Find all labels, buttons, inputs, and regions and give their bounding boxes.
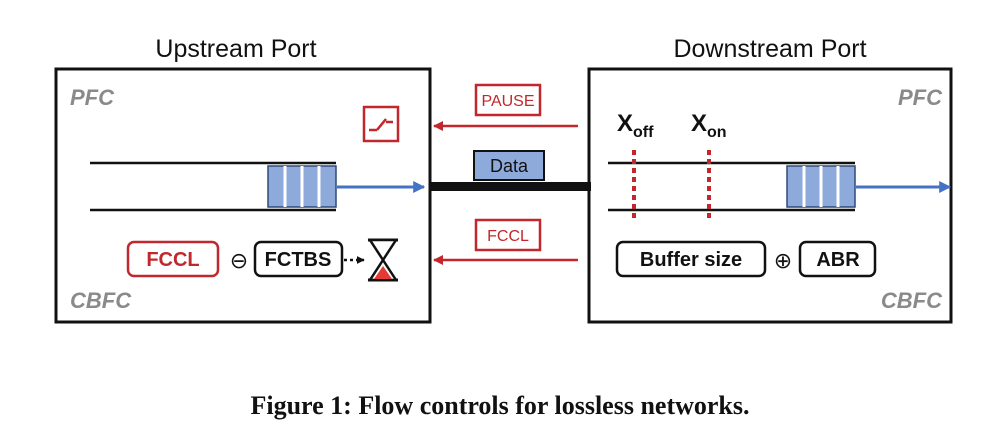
data-packet-label: Data [490, 156, 529, 176]
abr-label: ABR [816, 249, 860, 271]
downstream-pfc-tag: PFC [898, 85, 943, 110]
abr-box [798, 240, 877, 278]
link-bar [429, 182, 591, 191]
upstream-cbfc-tag: CBFC [70, 288, 132, 313]
upstream-pfc-tag: PFC [70, 85, 115, 110]
pause-switch-icon [362, 105, 400, 143]
buffer-size-box [615, 240, 767, 278]
fccl-frame-box [474, 218, 542, 252]
downstream-queue [608, 161, 856, 212]
plus-operator-icon: ⊕ [774, 248, 792, 273]
figure-caption: Figure 1: Flow controls for lossless net… [250, 391, 749, 420]
hourglass-icon [367, 238, 399, 282]
xon-label: Xon [691, 110, 727, 141]
fctbs-label: FCTBS [265, 249, 332, 271]
downstream-port-title: Downstream Port [673, 35, 866, 63]
minus-operator-icon: ⊖ [230, 248, 248, 273]
buffer-size-label: Buffer size [640, 249, 742, 271]
upstream-port-title: Upstream Port [155, 35, 316, 63]
pause-frame-label: PAUSE [481, 93, 534, 110]
upstream-fccl-box [126, 240, 220, 278]
downstream-port-box [587, 67, 953, 324]
upstream-fccl-label: FCCL [146, 249, 199, 271]
data-packet [473, 150, 545, 181]
pause-frame-box [474, 83, 542, 117]
xoff-label: Xoff [617, 110, 654, 141]
upstream-port-box [54, 67, 432, 324]
fccl-frame-label: FCCL [487, 228, 529, 245]
fctbs-box [253, 240, 344, 278]
upstream-queue [90, 161, 337, 212]
downstream-cbfc-tag: CBFC [881, 288, 943, 313]
